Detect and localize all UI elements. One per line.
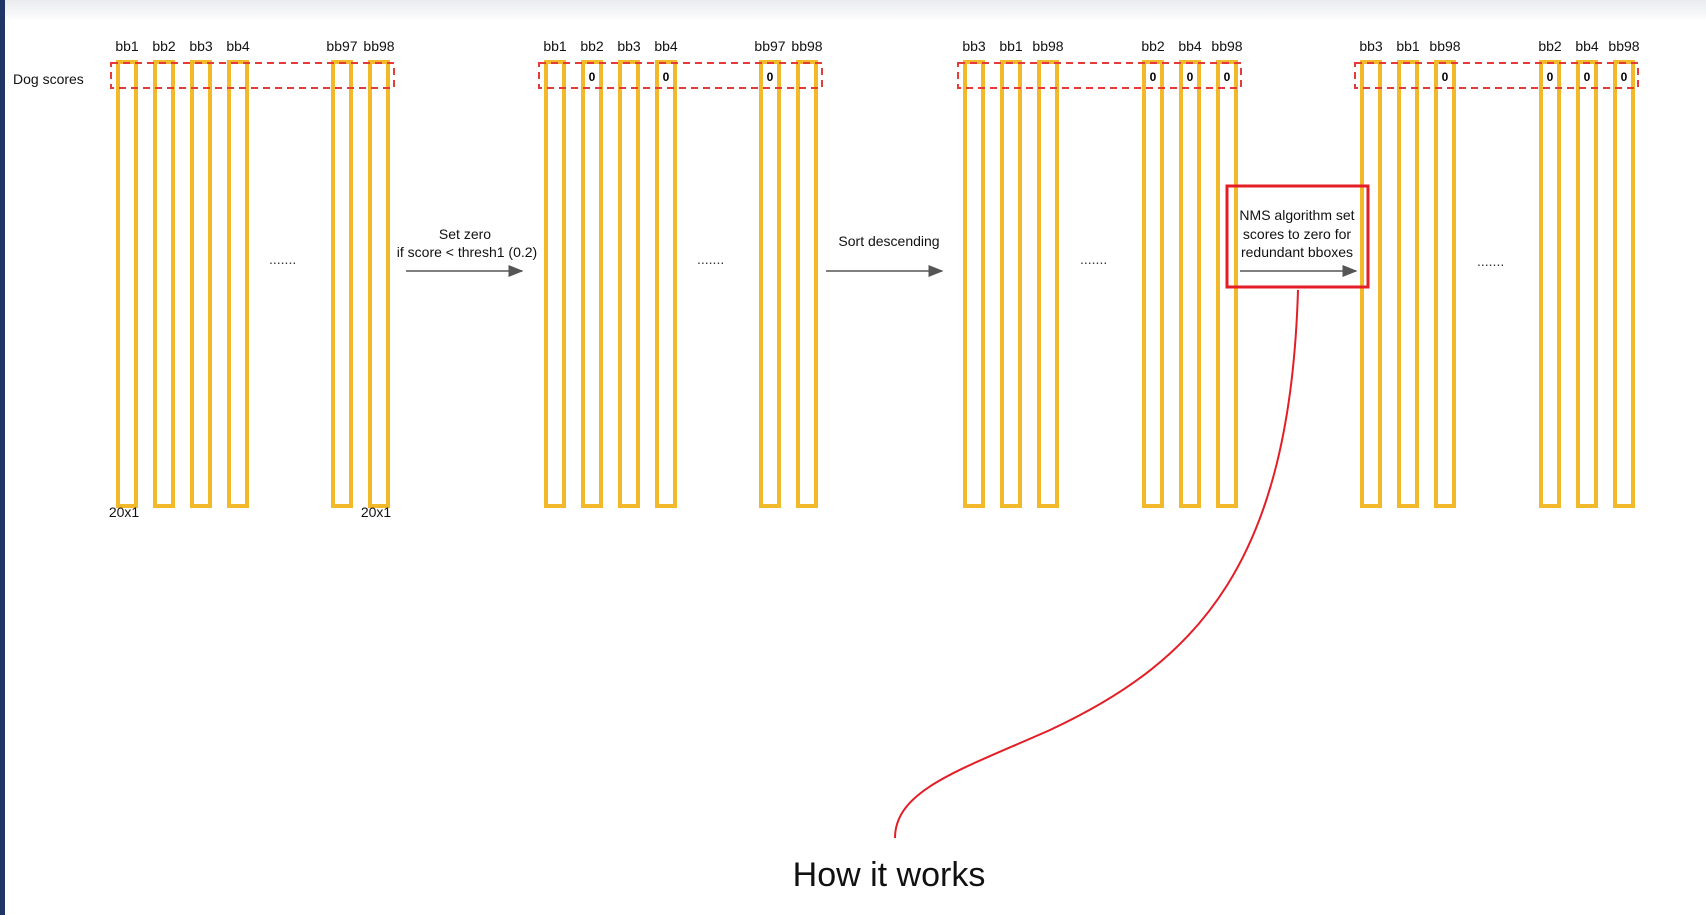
bbox-label: bb1	[115, 38, 139, 54]
score-bar	[227, 60, 249, 508]
bbox-label: bb4	[1178, 38, 1202, 54]
bbox-label: bb4	[654, 38, 678, 54]
score-bar	[796, 60, 818, 508]
zero-score: 0	[1547, 70, 1554, 84]
score-bar	[190, 60, 212, 508]
score-bar	[1360, 60, 1382, 508]
bbox-label: bb3	[962, 38, 986, 54]
score-bar	[963, 60, 985, 508]
score-bar	[1037, 60, 1059, 508]
bbox-label: bb3	[617, 38, 641, 54]
bbox-label: bb98	[1429, 38, 1460, 54]
ellipsis: .......	[1080, 251, 1107, 267]
step-sort-line1: Sort descending	[838, 233, 939, 249]
bbox-label: bb98	[363, 38, 394, 54]
zero-score: 0	[1187, 70, 1194, 84]
step-nms-line3: redundant bboxes	[1241, 244, 1353, 260]
score-bar	[759, 60, 781, 508]
zero-score: 0	[1224, 70, 1231, 84]
bbox-label: bb4	[226, 38, 250, 54]
score-bar	[1179, 60, 1201, 508]
zero-score: 0	[1584, 70, 1591, 84]
panel-1: bb1 bb2 bb3 bb4 bb97 bb98....... 20x1 20x1	[109, 38, 395, 520]
panel-2: bb1 bb2 0 bb3 bb4 0 bb97 0 bb98.......	[538, 38, 823, 508]
bbox-label: bb98	[1032, 38, 1063, 54]
bbox-label: bb1	[999, 38, 1023, 54]
zero-score: 0	[1621, 70, 1628, 84]
zero-score: 0	[1442, 70, 1449, 84]
bbox-label: bb97	[326, 38, 357, 54]
bbox-label: bb98	[791, 38, 822, 54]
step-set-zero-line2: if score < thresh1 (0.2)	[397, 244, 537, 260]
dog-score-row-box	[110, 62, 395, 89]
zero-score: 0	[663, 70, 670, 84]
score-bar	[655, 60, 677, 508]
caption: How it works	[793, 856, 986, 894]
ellipsis: .......	[1477, 253, 1504, 269]
score-bar	[368, 60, 390, 508]
bbox-label: bb98	[1211, 38, 1242, 54]
step-nms-line1: NMS algorithm set	[1239, 207, 1354, 223]
score-bar	[1000, 60, 1022, 508]
ellipsis: .......	[269, 251, 296, 267]
score-bar	[618, 60, 640, 508]
panel-3: bb3 bb1 bb98 bb2 0 bb4 0 bb98 0.......	[957, 38, 1243, 508]
dimension-label: 20x1	[361, 504, 392, 520]
step-sort: Sort descending	[826, 233, 944, 277]
left-edge-bar	[0, 0, 5, 915]
bbox-label: bb98	[1608, 38, 1639, 54]
score-bar	[331, 60, 353, 508]
step-nms: NMS algorithm set scores to zero for red…	[1225, 184, 1370, 289]
bbox-label: bb2	[152, 38, 176, 54]
bbox-label: bb2	[1141, 38, 1165, 54]
panel-4: bb3 bb1 bb98 0 bb2 0 bb4 0 bb98 0.......	[1354, 38, 1640, 508]
ellipsis: .......	[697, 251, 724, 267]
zero-score: 0	[1150, 70, 1157, 84]
score-bar	[1539, 60, 1561, 508]
score-bar	[1142, 60, 1164, 508]
dog-score-row-box	[1354, 62, 1639, 89]
bbox-label: bb3	[1359, 38, 1383, 54]
score-bar	[581, 60, 603, 508]
bbox-label: bb4	[1575, 38, 1599, 54]
dimension-label: 20x1	[109, 504, 140, 520]
callout-curve	[894, 289, 1299, 839]
bbox-label: bb1	[543, 38, 567, 54]
score-bar	[116, 60, 138, 508]
bbox-label: bb3	[189, 38, 213, 54]
bbox-label: bb2	[580, 38, 604, 54]
bbox-label: bb97	[754, 38, 785, 54]
step-set-zero-line1: Set zero	[439, 226, 491, 242]
step-nms-line2: scores to zero for	[1243, 226, 1351, 242]
top-band	[0, 0, 1706, 22]
bbox-label: bb2	[1538, 38, 1562, 54]
nms-highlight-box	[1225, 184, 1370, 289]
dog-score-row-box	[957, 62, 1242, 89]
zero-score: 0	[589, 70, 596, 84]
dog-score-row-box	[538, 62, 823, 89]
score-bar	[1576, 60, 1598, 508]
score-bar	[1613, 60, 1635, 508]
bbox-label: bb1	[1396, 38, 1420, 54]
score-bar	[153, 60, 175, 508]
score-bar	[544, 60, 566, 508]
step-set-zero: Set zero if score < thresh1 (0.2)	[397, 226, 537, 277]
score-bar	[1434, 60, 1456, 508]
row-label: Dog scores	[13, 71, 84, 87]
zero-score: 0	[767, 70, 774, 84]
score-bar	[1397, 60, 1419, 508]
